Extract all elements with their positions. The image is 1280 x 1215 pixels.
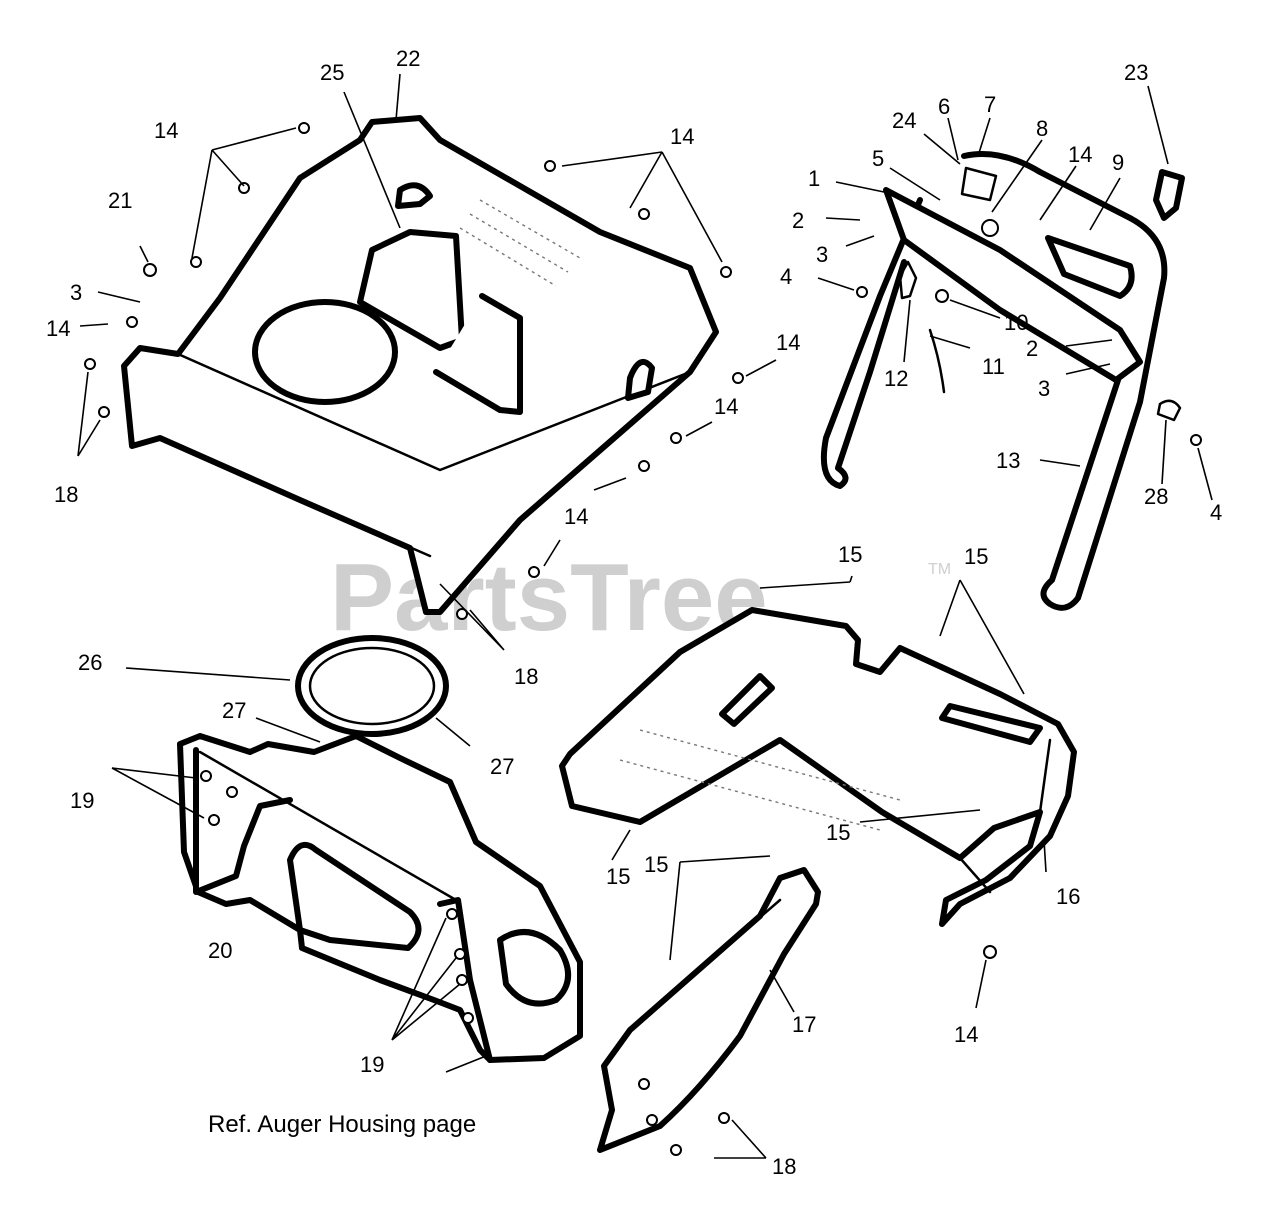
callout-18: 18 <box>772 1154 796 1179</box>
callout-10: 10 <box>1004 310 1028 335</box>
callout-27: 27 <box>490 754 514 779</box>
callout-18: 18 <box>54 482 78 507</box>
callout-9: 9 <box>1112 150 1124 175</box>
callout-13: 13 <box>996 448 1020 473</box>
part-12 <box>898 260 918 300</box>
callout-3: 3 <box>816 242 828 267</box>
callout-14: 14 <box>154 118 178 143</box>
callout-14: 14 <box>954 1022 978 1047</box>
callout-14: 14 <box>1068 142 1092 167</box>
callout-17: 17 <box>792 1012 816 1037</box>
callout-14: 14 <box>714 394 738 419</box>
callout-1: 1 <box>808 166 820 191</box>
callout-14: 14 <box>776 330 800 355</box>
callout-16: 16 <box>1056 884 1080 909</box>
callout-15: 15 <box>826 820 850 845</box>
reference-note: Ref. Auger Housing page <box>208 1111 476 1138</box>
top-cover-part-22 <box>121 115 719 615</box>
fan-housing-part-20 <box>177 733 583 1063</box>
knob-part-23 <box>1153 169 1185 221</box>
callout-14: 14 <box>670 124 694 149</box>
callout-24: 24 <box>892 108 916 133</box>
callout-4: 4 <box>1210 500 1222 525</box>
dash-panel-part-1 <box>883 187 1143 383</box>
callout-15: 15 <box>606 864 630 889</box>
callout-14: 14 <box>46 316 70 341</box>
callout-2: 2 <box>1026 336 1038 361</box>
callout-4: 4 <box>780 264 792 289</box>
callout-22: 22 <box>396 46 420 71</box>
side-shroud-part-16 <box>559 607 1077 927</box>
callout-26: 26 <box>78 650 102 675</box>
callout-8: 8 <box>1036 116 1048 141</box>
callout-15: 15 <box>644 852 668 877</box>
callout-12: 12 <box>884 366 908 391</box>
callout-15: 15 <box>838 542 862 567</box>
handle-assembly <box>820 151 1202 611</box>
hardware-bolts <box>84 122 997 959</box>
callout-19: 19 <box>70 788 94 813</box>
ring-part-26 <box>295 635 449 737</box>
callout-14: 14 <box>564 504 588 529</box>
callout-18: 18 <box>514 664 538 689</box>
callout-3: 3 <box>70 280 82 305</box>
callout-15: 15 <box>964 544 988 569</box>
watermark-tm: TM <box>928 561 951 578</box>
callout-28: 28 <box>1144 484 1168 509</box>
callout-23: 23 <box>1124 60 1148 85</box>
callout-19: 19 <box>360 1052 384 1077</box>
clip-part-28 <box>1156 399 1182 422</box>
callout-6: 6 <box>938 94 950 119</box>
leader-lines <box>77 73 1213 1159</box>
callout-27: 27 <box>222 698 246 723</box>
deflector-part-17 <box>597 867 821 1156</box>
callout-3: 3 <box>1038 376 1050 401</box>
callout-5: 5 <box>872 146 884 171</box>
callout-21: 21 <box>108 188 132 213</box>
callout-25: 25 <box>320 60 344 85</box>
callout-labels: 14 21 3 14 18 25 22 14 14 14 14 18 26 27… <box>46 46 1222 1179</box>
callout-11: 11 <box>982 354 1005 379</box>
cover-plate-part-25 <box>357 229 465 351</box>
chute-opening <box>252 299 398 405</box>
callout-2: 2 <box>792 208 804 233</box>
callout-7: 7 <box>984 92 996 117</box>
watermark: PartsTree <box>330 544 768 651</box>
control-part-9 <box>1045 235 1135 299</box>
callout-20: 20 <box>208 938 232 963</box>
